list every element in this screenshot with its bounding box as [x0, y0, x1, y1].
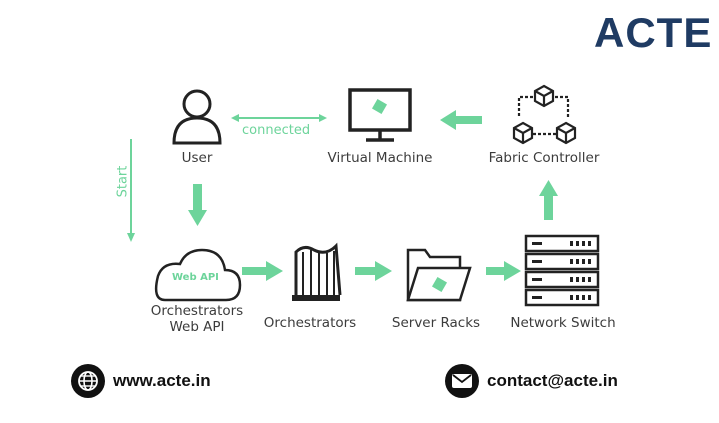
orchestrators-label: Orchestrators — [263, 315, 357, 331]
envelope-icon — [445, 364, 479, 398]
web-api-cloud-icon — [154, 248, 242, 302]
orchestrators-web-api-label-line1: Orchestrators — [150, 303, 244, 319]
web-api-badge: Web API — [172, 272, 219, 283]
arrow-webapi-to-orchestrators — [242, 261, 283, 281]
acte-logo: ACTE — [594, 9, 713, 56]
arrow-user-to-webapi — [188, 184, 207, 226]
email-link[interactable]: contact@acte.in — [487, 371, 618, 390]
start-arrow — [127, 139, 135, 242]
virtual-machine-icon — [348, 88, 412, 142]
server-racks-label: Server Racks — [391, 315, 481, 331]
connected-arrow — [231, 114, 327, 122]
connected-label: connected — [242, 123, 311, 138]
start-label: Start — [115, 165, 131, 198]
arrow-switch-to-fabric — [539, 180, 558, 220]
user-label: User — [181, 150, 213, 166]
orchestrators-web-api-label-line2: Web API — [169, 319, 225, 335]
server-racks-folder-icon — [406, 248, 472, 302]
website-contact[interactable]: www.acte.in — [71, 364, 211, 398]
arrow-racks-to-switch — [486, 261, 521, 281]
orchestrators-harp-icon — [292, 242, 342, 301]
website-link[interactable]: www.acte.in — [113, 371, 211, 390]
network-switch-label: Network Switch — [510, 315, 616, 331]
virtual-machine-label: Virtual Machine — [327, 150, 433, 166]
fabric-controller-icon — [512, 84, 577, 145]
arrow-orchestrators-to-racks — [355, 261, 392, 281]
arrow-fabric-to-vm — [440, 110, 482, 130]
globe-icon — [71, 364, 105, 398]
user-icon — [172, 89, 222, 145]
fabric-controller-label: Fabric Controller — [488, 150, 600, 166]
email-contact[interactable]: contact@acte.in — [445, 364, 618, 398]
network-switch-icon — [524, 234, 600, 307]
